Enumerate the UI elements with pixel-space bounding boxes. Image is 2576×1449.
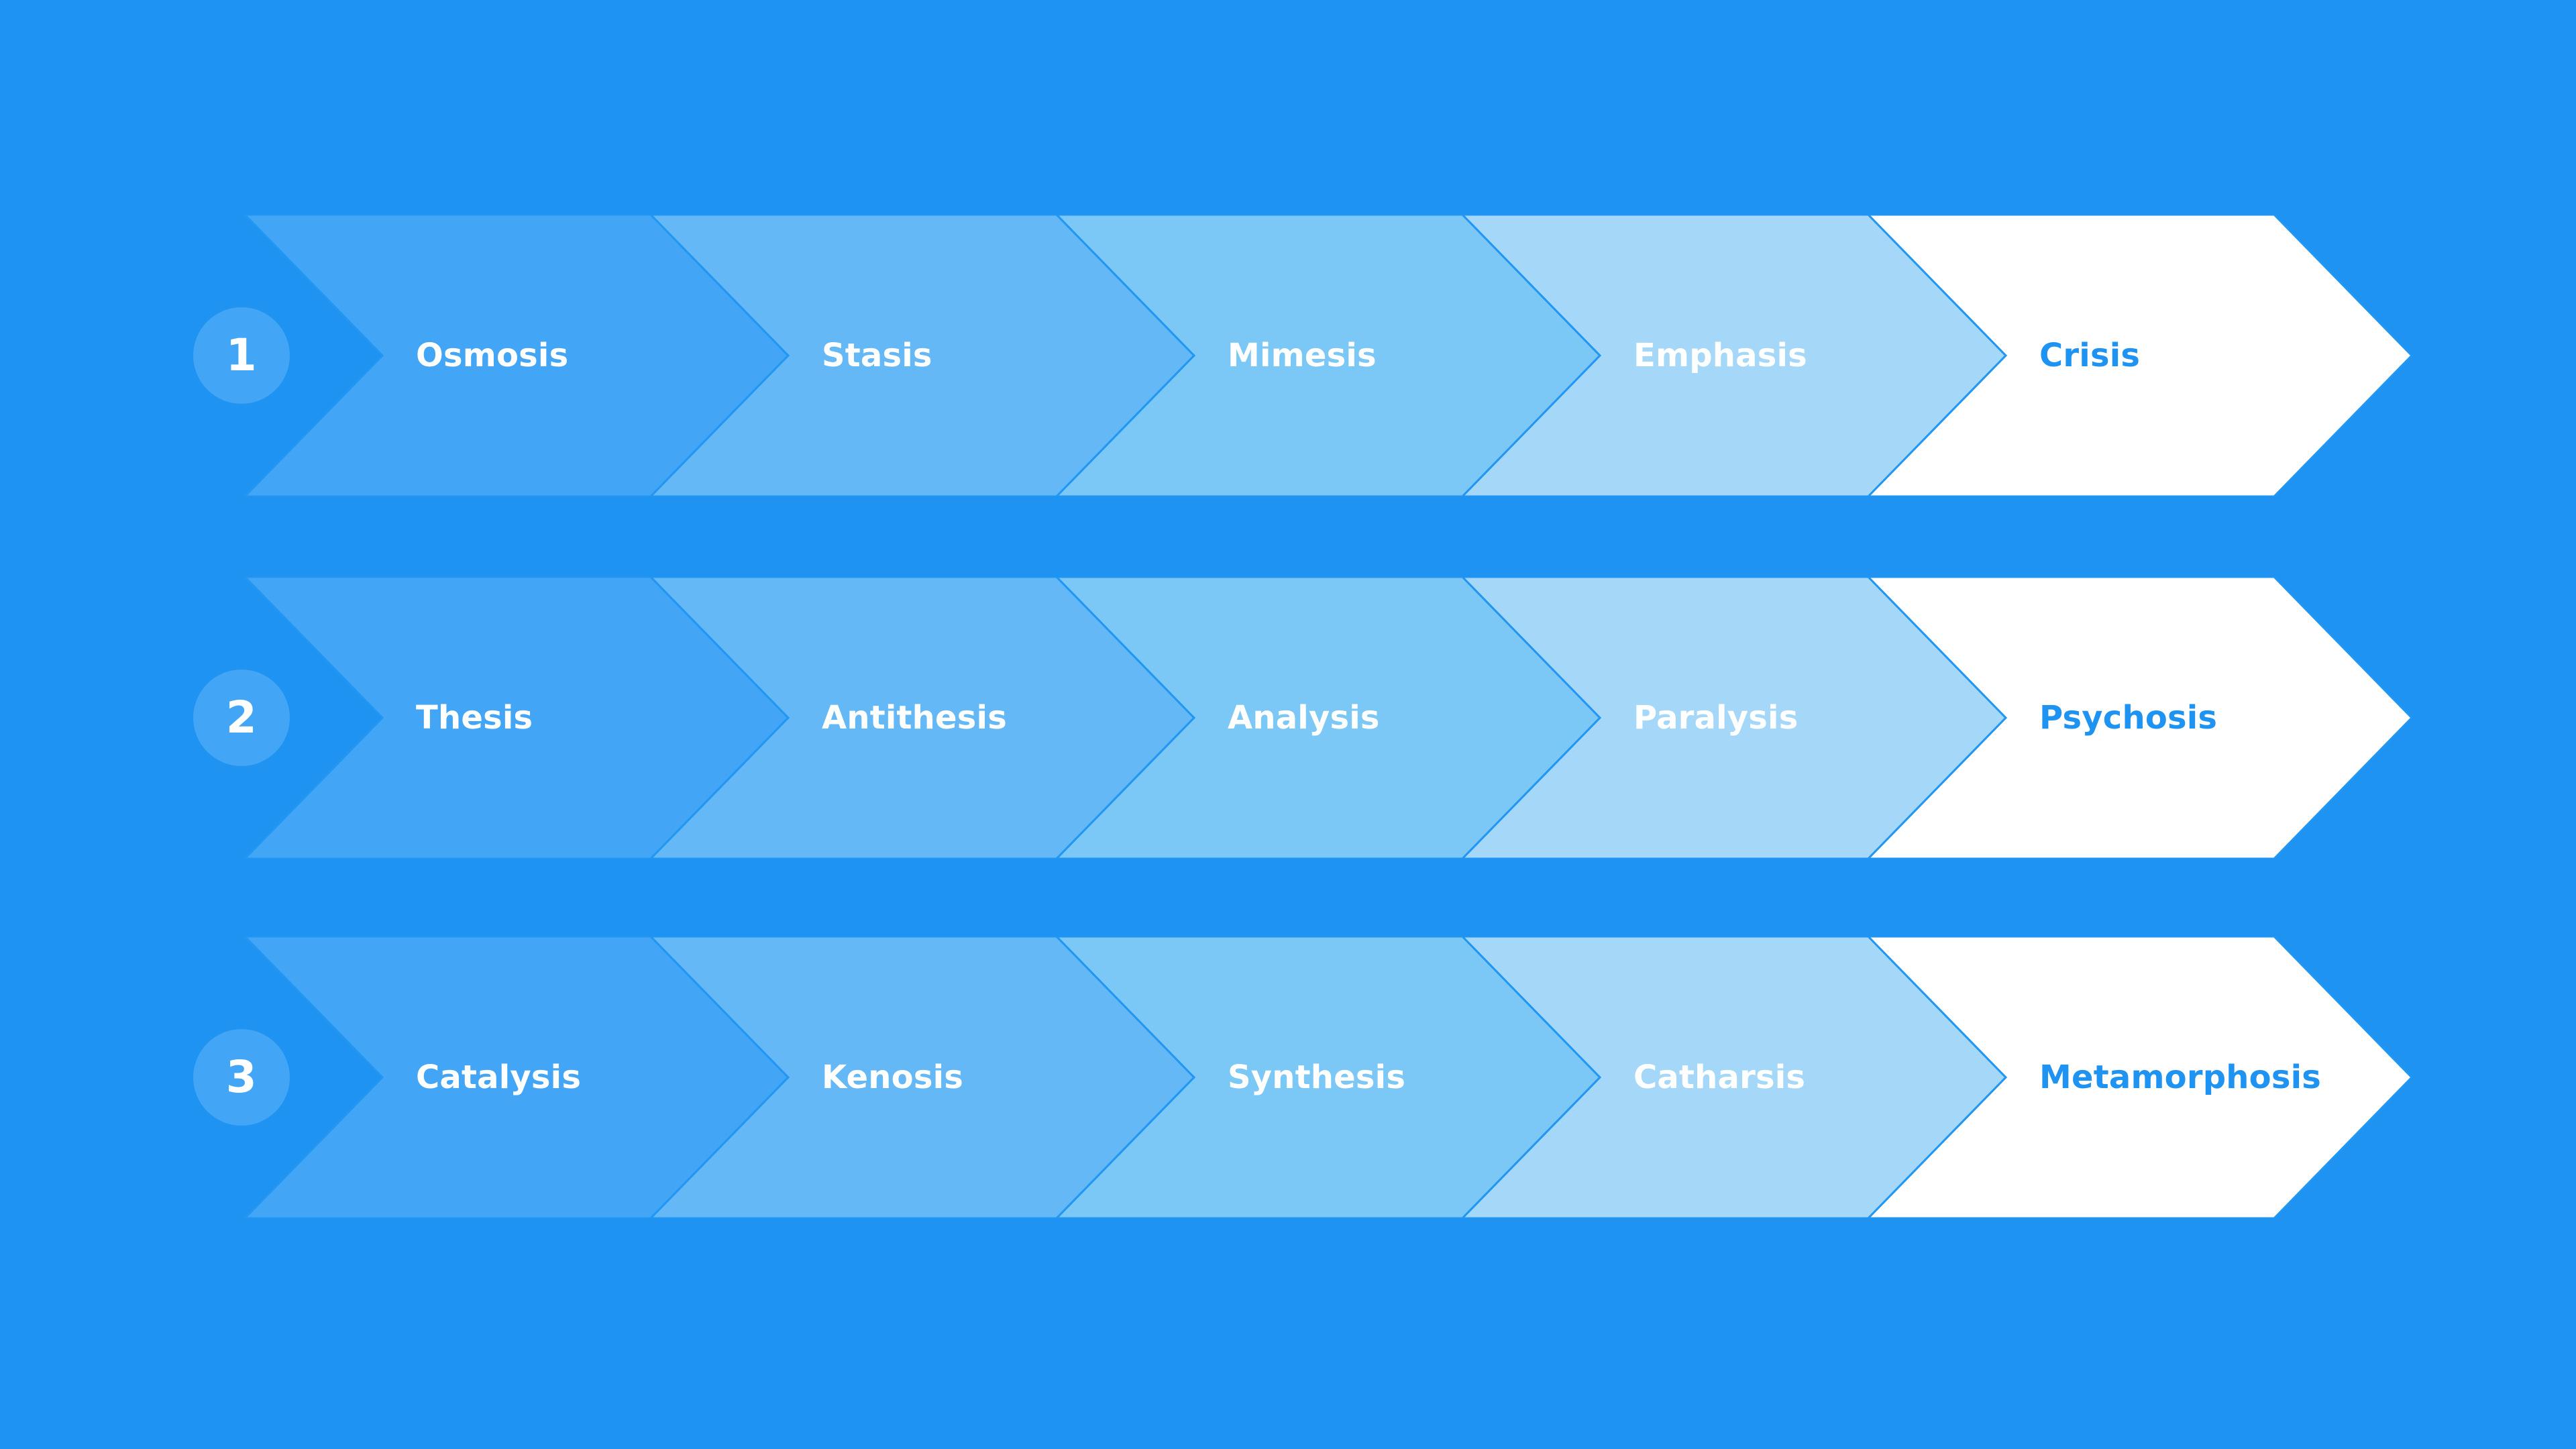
chevron-step[interactable] <box>1866 936 2414 1218</box>
chevron-step[interactable] <box>243 936 790 1218</box>
chevron-step[interactable] <box>1460 936 2008 1218</box>
step-number-badge: 3 <box>193 1029 290 1126</box>
chevron-step[interactable] <box>243 215 790 496</box>
chevron-step[interactable] <box>649 577 1196 859</box>
chevron-step[interactable] <box>1460 577 2008 859</box>
chevron-step[interactable] <box>1055 936 1602 1218</box>
chevron-step[interactable] <box>1055 577 1602 859</box>
chevron-step[interactable] <box>649 936 1196 1218</box>
chevron-track <box>243 936 2414 1218</box>
chevron-step[interactable] <box>1866 215 2414 496</box>
step-number: 2 <box>225 692 258 743</box>
chevron-step[interactable] <box>649 215 1196 496</box>
chevron-track <box>243 577 2414 859</box>
chevron-track <box>243 215 2414 496</box>
chevron-step[interactable] <box>1055 215 1602 496</box>
step-number: 1 <box>225 329 258 381</box>
step-number-badge: 1 <box>193 307 290 404</box>
chevron-step[interactable] <box>1866 577 2414 859</box>
chevron-step[interactable] <box>1460 215 2008 496</box>
step-number-badge: 2 <box>193 669 290 766</box>
step-number: 3 <box>225 1051 258 1103</box>
chevron-step[interactable] <box>243 577 790 859</box>
